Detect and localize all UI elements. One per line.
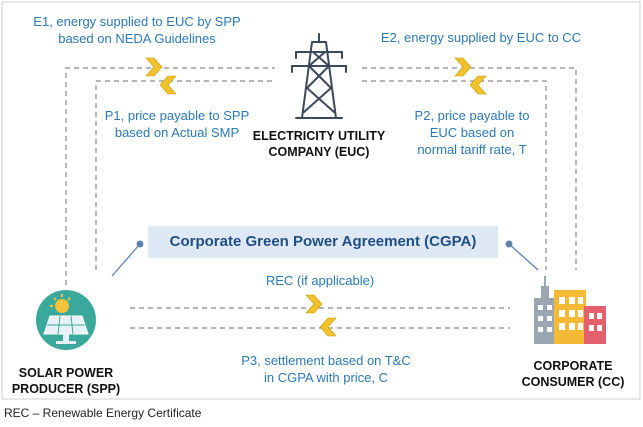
euc-line2: COMPANY (EUC) <box>268 145 370 159</box>
line-spp-euc-bottom <box>95 80 275 270</box>
flow-p3-line2: in CGPA with price, C <box>263 370 389 385</box>
flow-rec-label: REC (if applicable) <box>240 272 400 289</box>
flow-p2-line2: EUC based on <box>429 125 515 140</box>
flow-p2-line1: P2, price payable to <box>414 108 530 123</box>
flow-p2-label: P2, price payable to EUC based on normal… <box>402 107 542 158</box>
flow-p1-label: P1, price payable to SPP based on Actual… <box>92 107 262 141</box>
chevron-left-icon <box>469 75 487 95</box>
flow-e1-label: E1, energy supplied to EUC by SPP based … <box>32 13 242 47</box>
solar-panel-icon <box>36 290 96 350</box>
transmission-tower-icon <box>291 33 347 119</box>
flow-p3-line1: P3, settlement based on T&C <box>241 353 411 368</box>
cc-line2: CONSUMER (CC) <box>521 375 625 389</box>
chevron-right-icon <box>145 57 163 77</box>
cc-node-label: CORPORATE CONSUMER (CC) <box>510 358 636 390</box>
euc-node-label: ELECTRICITY UTILITY COMPANY (EUC) <box>249 128 389 160</box>
line-spp-euc-top <box>65 67 275 285</box>
flow-p1-line2: based on Actual SMP <box>114 125 240 140</box>
cc-line1: CORPORATE <box>533 359 613 373</box>
chevron-left-icon <box>319 317 337 337</box>
flow-e1-line2: based on NEDA Guidelines <box>58 31 216 46</box>
diagram-frame <box>1 1 641 400</box>
connector-lines <box>65 67 577 329</box>
spp-line1: SOLAR POWER <box>18 366 114 380</box>
footnote: REC – Renewable Energy Certificate <box>4 406 202 420</box>
flow-p2-line3: normal tariff rate, T <box>417 142 527 157</box>
office-buildings-icon <box>534 276 606 344</box>
chevron-right-icon <box>454 57 472 77</box>
cgpa-pointers <box>111 240 539 277</box>
spp-node-label: SOLAR POWER PRODUCER (SPP) <box>4 365 128 397</box>
flow-e1-line1: E1, energy supplied to EUC by SPP <box>33 14 241 29</box>
flow-e2-label: E2, energy supplied by EUC to CC <box>366 29 596 46</box>
euc-line1: ELECTRICITY UTILITY <box>252 129 386 143</box>
chevron-left-icon <box>159 75 177 95</box>
chevron-right-icon <box>305 294 323 314</box>
flow-p1-line1: P1, price payable to SPP <box>104 108 250 123</box>
flow-rec-line1: REC (if applicable) <box>265 273 375 288</box>
spp-line2: PRODUCER (SPP) <box>11 382 121 396</box>
line-euc-cc-bottom <box>362 80 547 270</box>
cgpa-title-box: Corporate Green Power Agreement (CGPA) <box>148 226 498 258</box>
flow-p3-label: P3, settlement based on T&C in CGPA with… <box>216 352 436 386</box>
flow-e2-line1: E2, energy supplied by EUC to CC <box>380 30 582 45</box>
chevrons <box>145 57 487 337</box>
